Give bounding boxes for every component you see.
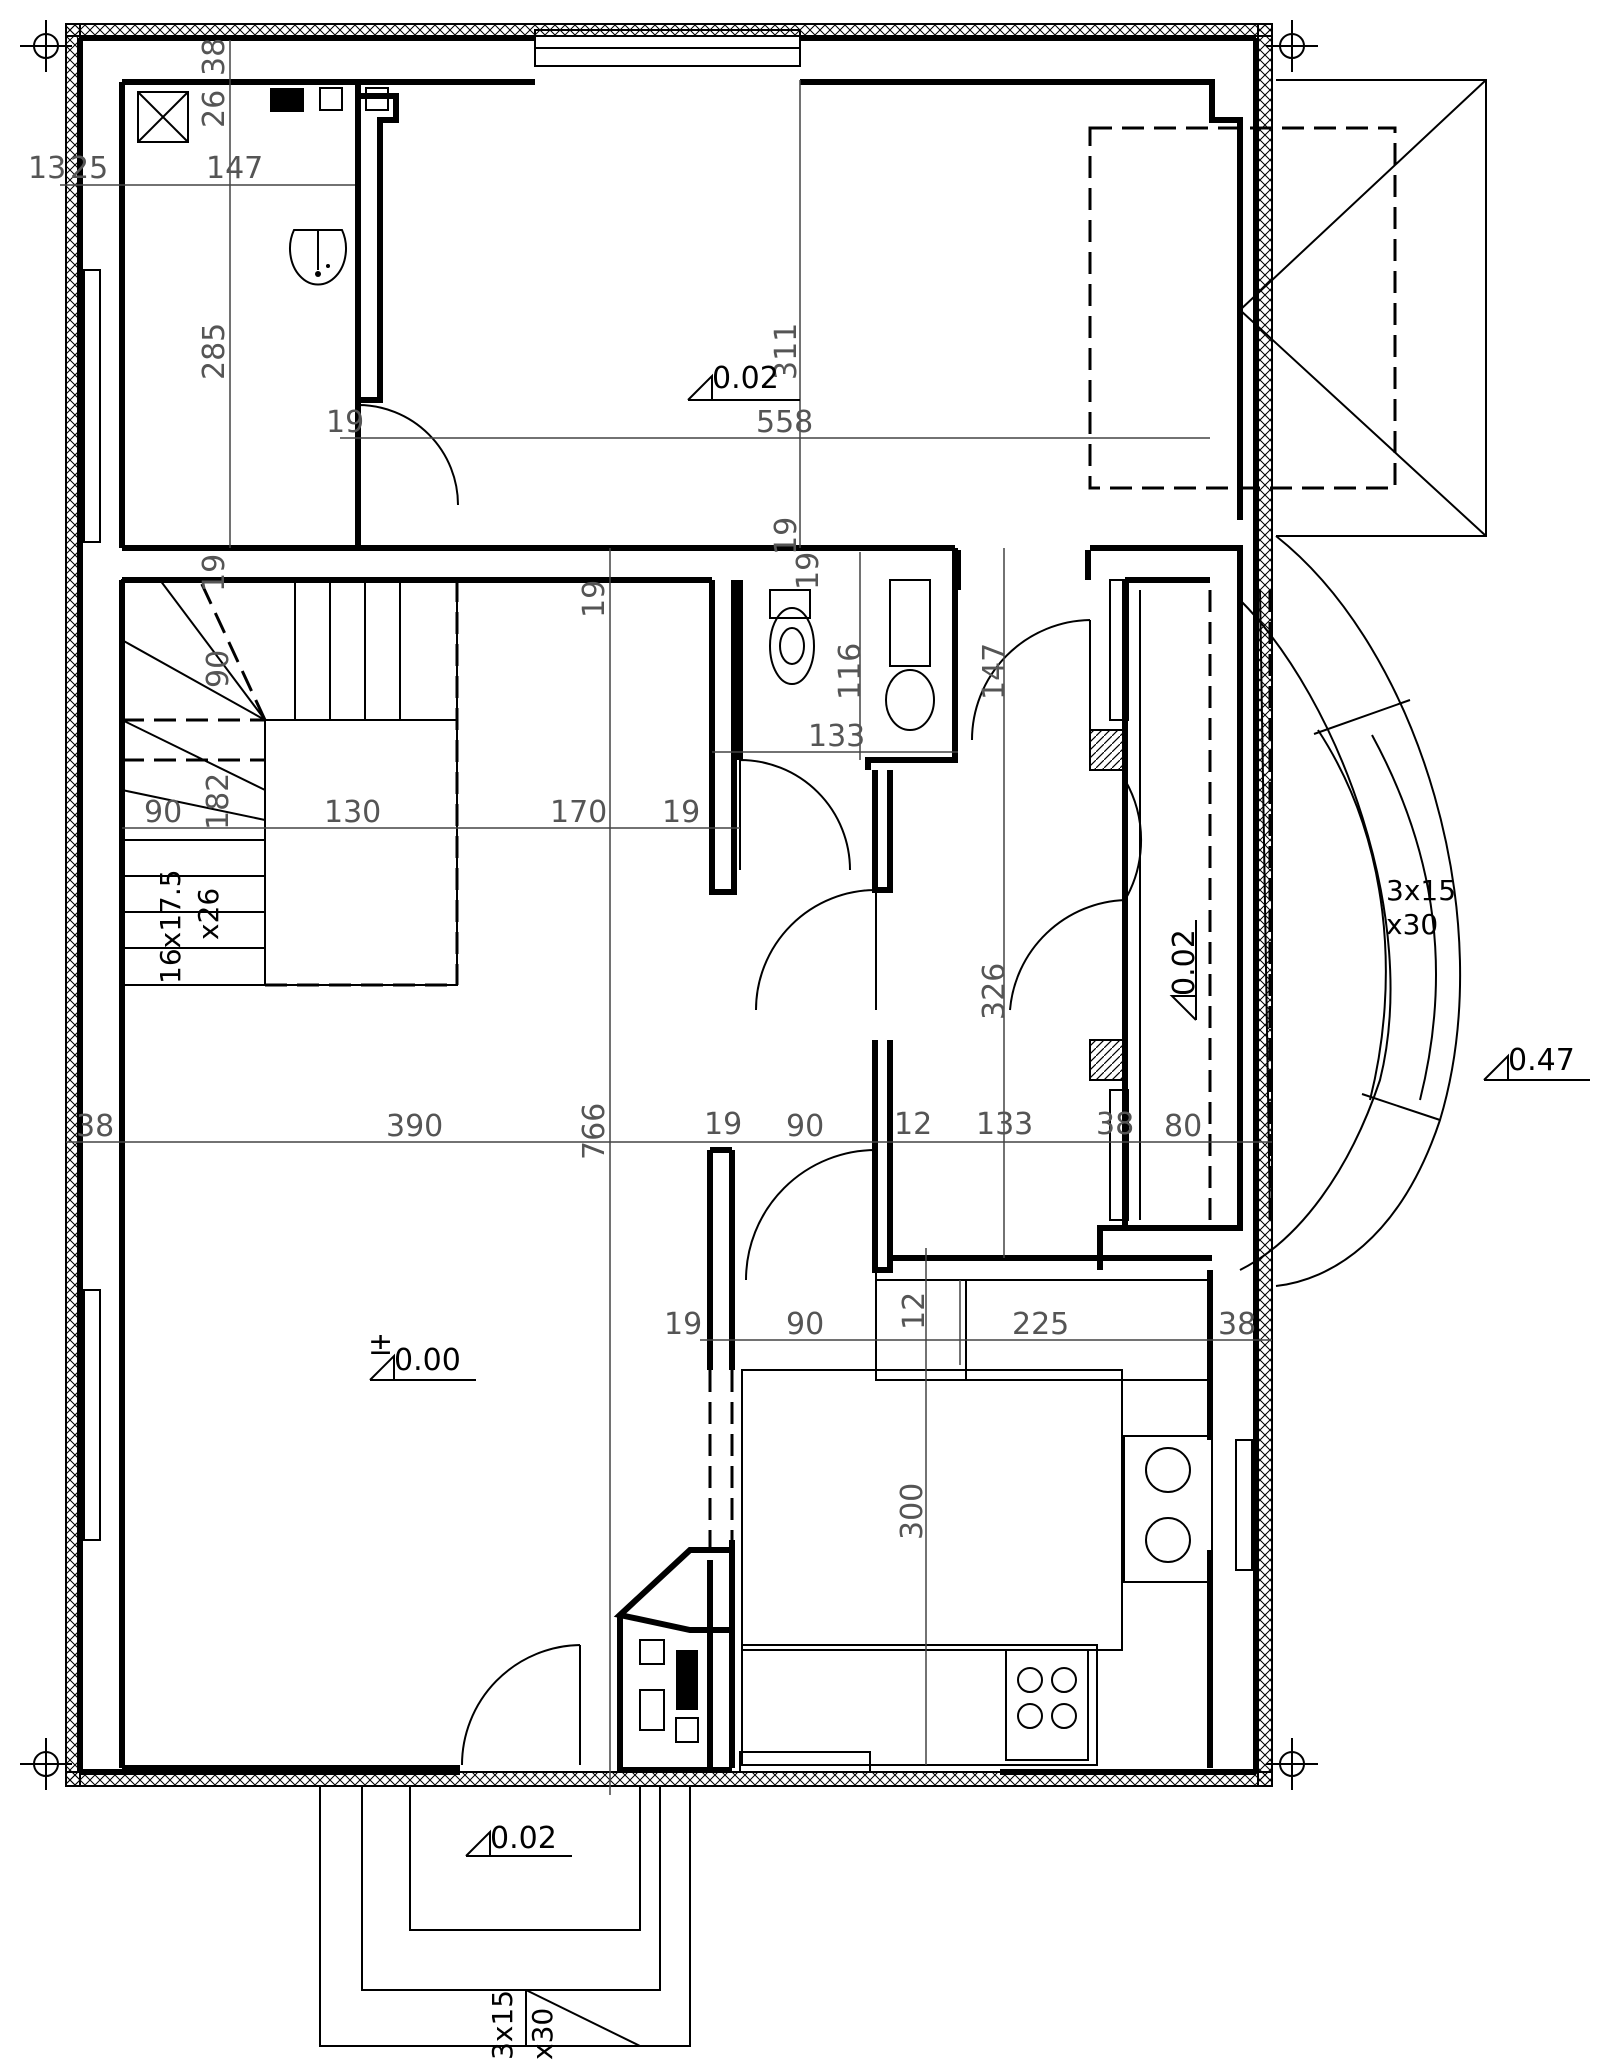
dim-300: 300 bbox=[895, 1483, 930, 1540]
dim-19-e: 19 bbox=[662, 795, 700, 830]
dim-19-b: 19 bbox=[577, 580, 612, 618]
dim-147-mid: 147 bbox=[977, 643, 1012, 700]
entrance-porch bbox=[319, 1786, 691, 2047]
dim-19-door: 19 bbox=[326, 405, 364, 440]
vestibule bbox=[1089, 579, 1272, 1221]
level-living-room: ± 0.00 bbox=[368, 1327, 476, 1381]
dim-90-mid: 90 bbox=[786, 1109, 824, 1144]
dim-133-mid: 133 bbox=[976, 1107, 1033, 1142]
dim-26: 26 bbox=[197, 90, 232, 128]
level-markers: 0.02 ± 0.00 0.02 0.02 0.47 bbox=[368, 361, 1590, 1857]
stair-treads bbox=[121, 579, 401, 949]
kitchen bbox=[741, 1279, 1213, 1766]
dim-147-top: 147 bbox=[206, 151, 263, 186]
dim-390: 390 bbox=[386, 1109, 443, 1144]
dim-285: 285 bbox=[197, 323, 232, 380]
dim-25: 25 bbox=[70, 151, 108, 186]
door-swings bbox=[357, 404, 1143, 1766]
entrance-canopy bbox=[1088, 79, 1487, 537]
entrance-stair-steps: 3x15 bbox=[486, 1990, 519, 2060]
boiler-room-fixtures bbox=[137, 87, 389, 143]
stair-notes: 16x17.5 x26 3x15 x30 3x15 x30 bbox=[154, 869, 1456, 2060]
level-terrace: 0.47 bbox=[1483, 1043, 1590, 1081]
dim-38-right: 38 bbox=[1218, 1307, 1256, 1342]
main-stair-steps: 16x17.5 bbox=[154, 869, 187, 984]
dimension-lines bbox=[60, 40, 1272, 1795]
axis-markers bbox=[20, 20, 1318, 1790]
dim-170: 170 bbox=[550, 795, 607, 830]
dim-130: 130 bbox=[324, 795, 381, 830]
entrance-stair-tread: x30 bbox=[526, 2008, 559, 2060]
main-stair-tread: x26 bbox=[192, 888, 225, 940]
terrace-stair-tread: x30 bbox=[1386, 908, 1438, 941]
cooktop-icon bbox=[1005, 1649, 1089, 1761]
dimension-labels: 13 25 147 26 38 285 311 558 19 19 19 19 … bbox=[28, 38, 1256, 1540]
external-walls bbox=[77, 29, 1259, 1775]
terrace-stair-steps: 3x15 bbox=[1386, 874, 1456, 907]
dim-90-diag: 90 bbox=[201, 650, 236, 688]
level-corridor: 0.02 bbox=[1167, 920, 1202, 1021]
chimney-block bbox=[613, 1370, 735, 1773]
dim-12-low: 12 bbox=[897, 1292, 932, 1330]
svg-text:0.02: 0.02 bbox=[712, 361, 779, 396]
level-sign: ± bbox=[368, 1327, 393, 1362]
dim-38-left: 38 bbox=[76, 1109, 114, 1144]
dim-13: 13 bbox=[28, 151, 66, 186]
dim-326: 326 bbox=[977, 963, 1012, 1020]
dim-225: 225 bbox=[1012, 1307, 1069, 1342]
staircase bbox=[121, 579, 459, 987]
dim-116: 116 bbox=[833, 643, 868, 700]
dim-90-low: 90 bbox=[786, 1307, 824, 1342]
svg-text:0.02: 0.02 bbox=[490, 1821, 557, 1856]
level-entrance: 0.02 bbox=[465, 1821, 572, 1857]
washbasin-icon bbox=[289, 229, 347, 286]
dim-766: 766 bbox=[577, 1103, 612, 1160]
svg-text:0.47: 0.47 bbox=[1508, 1043, 1575, 1078]
toilet-icon bbox=[769, 589, 815, 685]
dim-19-f: 19 bbox=[704, 1107, 742, 1142]
terrace-steps bbox=[1239, 535, 1462, 1287]
washbasin-icon-wc bbox=[885, 579, 935, 731]
dim-12-mid: 12 bbox=[894, 1107, 932, 1142]
dim-90-stair: 90 bbox=[144, 795, 182, 830]
level-top-room: 0.02 bbox=[687, 361, 800, 401]
dim-19-g: 19 bbox=[664, 1307, 702, 1342]
dim-38-mid: 38 bbox=[1096, 1107, 1134, 1142]
svg-text:0.00: 0.00 bbox=[394, 1343, 461, 1378]
dim-19-c: 19 bbox=[769, 517, 804, 555]
cooktop-icon bbox=[1145, 1447, 1191, 1563]
dim-182: 182 bbox=[201, 773, 236, 830]
dim-133-wc: 133 bbox=[808, 719, 865, 754]
svg-text:0.02: 0.02 bbox=[1167, 929, 1202, 996]
dim-19-a: 19 bbox=[197, 554, 232, 592]
dim-311: 311 bbox=[769, 323, 804, 380]
dim-80: 80 bbox=[1164, 1109, 1202, 1144]
internal-walls bbox=[122, 82, 1243, 1768]
dim-558: 558 bbox=[756, 405, 813, 440]
dim-38-top: 38 bbox=[197, 38, 232, 76]
dim-19-d: 19 bbox=[791, 552, 826, 590]
